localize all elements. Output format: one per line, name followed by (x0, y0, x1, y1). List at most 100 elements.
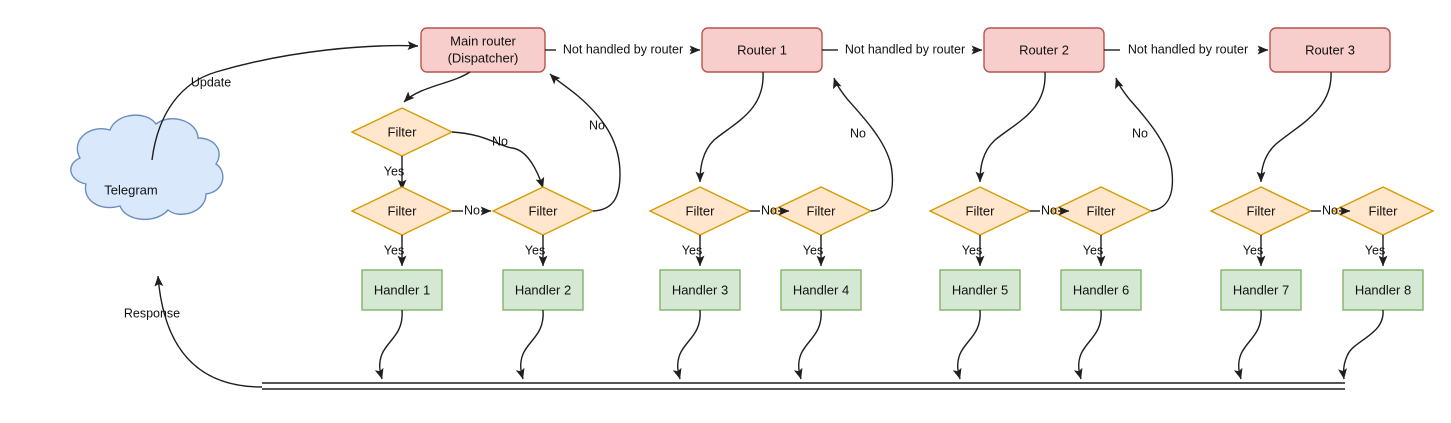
edge-label-yes-f1: Yes (384, 243, 404, 257)
edge-h8-to-bus (1338, 309, 1384, 380)
edge-h3-to-bus (672, 309, 701, 380)
edge-f6-no-to-router2 (1115, 77, 1174, 212)
edge-router3-to-filter7 (1256, 71, 1332, 183)
edge-router1-down-to-filter3 (695, 71, 764, 183)
edge-label-no-r3-chain: No (1322, 203, 1338, 217)
handler-2-box[interactable] (502, 269, 584, 311)
filter-yes-edges: Yes Yes Yes Yes Yes Yes Yes Yes (384, 235, 1388, 267)
edge-telegram-to-main-router (151, 41, 419, 161)
edge-filter2-no-back-to-main: No (549, 73, 621, 212)
edge-label-no-r2-chain: No (1041, 203, 1057, 217)
edge-main-to-top-filter (403, 71, 471, 103)
handler-8-node[interactable]: Handler 8 (1342, 269, 1424, 311)
edge-filter5-no-filter6: No (1030, 203, 1070, 217)
router-2-node[interactable]: Router 2 (983, 27, 1105, 73)
handler-8-label: Handler 8 (1355, 282, 1411, 297)
edge-label-no-r2-back: No (1132, 126, 1148, 140)
filter-6-node[interactable]: Filter (1049, 186, 1153, 236)
filter-1-label: Filter (388, 203, 418, 218)
edge-label-not-handled-2: Not handled by router (845, 42, 965, 56)
edge-router2-down-to-filter5 (975, 71, 1046, 183)
telegram-label: Telegram (104, 182, 157, 197)
handler-3-label: Handler 3 (672, 282, 728, 297)
edge-label-yes-f3: Yes (682, 243, 702, 257)
handler-5-box[interactable] (939, 269, 1021, 311)
handler-2-label: Handler 2 (515, 282, 571, 297)
edge-filter6-no-back-to-router2: No (1115, 77, 1174, 212)
edge-label-yes-f6: Yes (1083, 243, 1103, 257)
handler-5-node[interactable]: Handler 5 (939, 269, 1021, 311)
edge-label-no-main-chain: No (464, 203, 480, 217)
router-3-node[interactable]: Router 3 (1269, 27, 1391, 73)
edge-label-no-r1-chain: No (761, 203, 777, 217)
edge-h6-to-bus (1073, 309, 1102, 380)
edge-label-yes-f2: Yes (525, 243, 545, 257)
filter-8-node[interactable]: Filter (1331, 186, 1435, 236)
handler-4-node[interactable]: Handler 4 (780, 269, 862, 311)
edge-f4-no-to-router1 (833, 77, 894, 212)
edge-label-yes-f8: Yes (1365, 243, 1385, 257)
edge-label-not-handled-3: Not handled by router (1128, 42, 1248, 56)
edge-h5-to-bus (952, 309, 981, 380)
handler-1-label: Handler 1 (374, 282, 430, 297)
filter-7-node[interactable]: Filter (1209, 186, 1313, 236)
edge-filter4-no-back-to-router1: No (833, 77, 894, 212)
handler-5-label: Handler 5 (952, 282, 1008, 297)
edge-filter1-no-filter2: No (452, 203, 492, 217)
router-1-label: Router 1 (737, 42, 787, 57)
edge-label-yes-f7: Yes (1243, 243, 1263, 257)
filter-5-label: Filter (966, 203, 996, 218)
edge-router1-to-filter3 (695, 71, 764, 183)
handler-7-node[interactable]: Handler 7 (1220, 269, 1302, 311)
handler-6-node[interactable]: Handler 6 (1060, 269, 1142, 311)
edge-router2-to-filter5 (975, 71, 1046, 183)
edge-filter3-no-filter4: No (750, 203, 790, 217)
edge-bus-to-telegram (154, 275, 263, 388)
edge-label-response: Response (124, 306, 180, 320)
filter-3-label: Filter (686, 203, 716, 218)
filter-main-top-label: Filter (388, 124, 418, 139)
handler-2-node[interactable]: Handler 2 (502, 269, 584, 311)
router-2-label: Router 2 (1019, 42, 1069, 57)
edge-label-no-main-back: No (589, 118, 605, 132)
edge-label-update: Update (191, 75, 231, 89)
filter-6-label: Filter (1087, 203, 1117, 218)
filter-2-node[interactable]: Filter (491, 186, 595, 236)
router-1-node[interactable]: Router 1 (701, 27, 823, 73)
router-main-node[interactable]: Main router (Dispatcher) (420, 27, 546, 73)
edge-label-yes-top-main: Yes (384, 164, 404, 178)
handler-to-bus-edges (374, 309, 1384, 380)
telegram-cloud-node: Telegram (70, 114, 224, 221)
edge-main-top-filter-no: No (451, 131, 545, 189)
edge-router3-down-to-filter7 (1256, 71, 1332, 183)
handler-6-label: Handler 6 (1073, 282, 1129, 297)
router-main-label-line1: Main router (450, 33, 516, 48)
filter-4-label: Filter (807, 203, 837, 218)
handler-8-box[interactable] (1342, 269, 1424, 311)
handler-7-label: Handler 7 (1233, 282, 1289, 297)
router-chain-edges: Not handled by router Not handled by rou… (545, 42, 1269, 56)
edge-filter7-no-filter8: No (1311, 203, 1351, 217)
edge-h7-to-bus (1233, 309, 1262, 380)
edge-main-top-filter-yes: Yes (384, 156, 407, 191)
router-3-box[interactable] (1269, 27, 1391, 73)
filter-8-label: Filter (1369, 203, 1399, 218)
router-3-label: Router 3 (1305, 42, 1355, 57)
edge-label-not-handled-1: Not handled by router (563, 42, 683, 56)
handler-3-node[interactable]: Handler 3 (659, 269, 741, 311)
handler-7-box[interactable] (1220, 269, 1302, 311)
handler-1-node[interactable]: Handler 1 (361, 269, 443, 311)
edge-h1-to-bus (374, 309, 403, 380)
edge-h2-to-bus (515, 309, 544, 380)
edge-f2-no-to-main-router (549, 73, 621, 212)
edge-label-no-r1-back: No (850, 126, 866, 140)
edge-label-yes-f5: Yes (962, 243, 982, 257)
filter-5-node[interactable]: Filter (928, 186, 1032, 236)
filter-1-node[interactable]: Filter (350, 186, 454, 236)
filter-7-label: Filter (1247, 203, 1277, 218)
response-edge-group: Response (124, 275, 263, 388)
handler-6-box[interactable] (1060, 269, 1142, 311)
router-main-label-line2: (Dispatcher) (448, 50, 519, 65)
edge-h4-to-bus (793, 309, 822, 380)
